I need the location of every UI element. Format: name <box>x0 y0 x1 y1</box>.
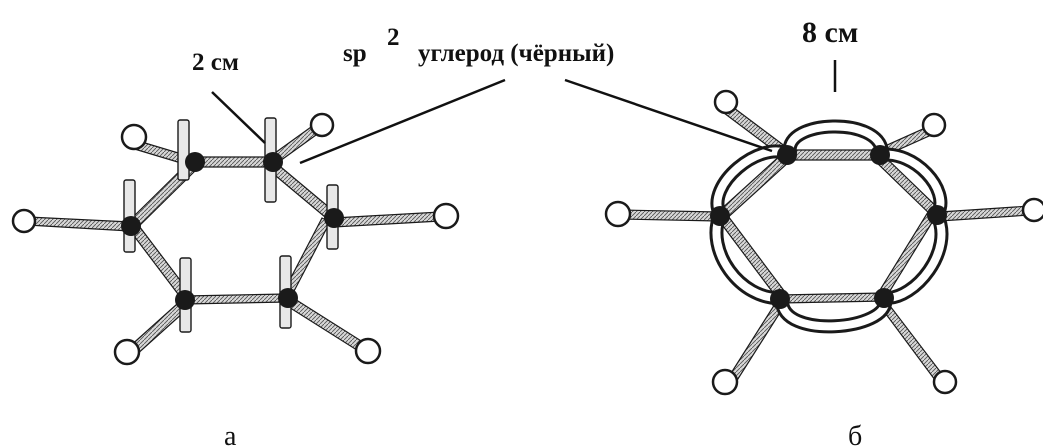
leader-carbon-right <box>564 78 773 153</box>
carbon-atom <box>777 145 797 165</box>
carbon-atom <box>185 152 205 172</box>
label-2cm: 2 см <box>192 49 239 76</box>
left-ch-bonds <box>27 121 441 357</box>
hydrogen-atom <box>113 338 141 366</box>
label-carbon: углерод (чёрный) <box>418 40 614 67</box>
hydrogen-atom <box>921 112 947 138</box>
right-hydrogen-atoms <box>604 89 1043 396</box>
carbon-atom <box>175 290 195 310</box>
left-ring-bonds <box>127 156 338 305</box>
carbon-atom <box>927 205 947 225</box>
carbon-atom <box>710 206 730 226</box>
label-sp-superscript: 2 <box>387 24 400 51</box>
hydrogen-atom <box>713 89 739 115</box>
hydrogen-atom <box>711 368 739 396</box>
leader-carbon-left <box>299 78 506 165</box>
hydrogen-atom <box>120 123 148 151</box>
hydrogen-atom <box>11 208 37 234</box>
cyclohexane-model <box>11 112 460 366</box>
hydrogen-atom <box>432 202 460 230</box>
label-8cm: 8 см <box>802 16 858 49</box>
leader-2cm <box>211 91 266 144</box>
left-hydrogen-atoms <box>11 112 460 366</box>
right-carbon-atoms <box>710 145 947 309</box>
hydrogen-atom <box>354 337 382 365</box>
leader-lines <box>211 60 837 165</box>
right-ch-bonds <box>619 101 1031 385</box>
caption-b: б <box>848 421 862 448</box>
carbon-atom <box>263 152 283 172</box>
hydrogen-atom <box>604 200 632 228</box>
hydrogen-atom <box>932 369 958 395</box>
hydrogen-atom <box>1021 197 1043 223</box>
label-sp-prefix: sp <box>343 40 367 67</box>
right-pi-loops-fill <box>712 122 946 331</box>
carbon-atom <box>870 145 890 165</box>
carbon-atom <box>121 216 141 236</box>
benzene-model <box>604 89 1043 396</box>
carbon-atom <box>278 288 298 308</box>
hydrogen-atom <box>309 112 335 138</box>
carbon-atom <box>770 289 790 309</box>
left-carbon-atoms <box>121 152 344 310</box>
carbon-atom <box>874 288 894 308</box>
carbon-atom <box>324 208 344 228</box>
right-ring-bonds <box>716 149 941 304</box>
caption-a: а <box>224 421 237 448</box>
